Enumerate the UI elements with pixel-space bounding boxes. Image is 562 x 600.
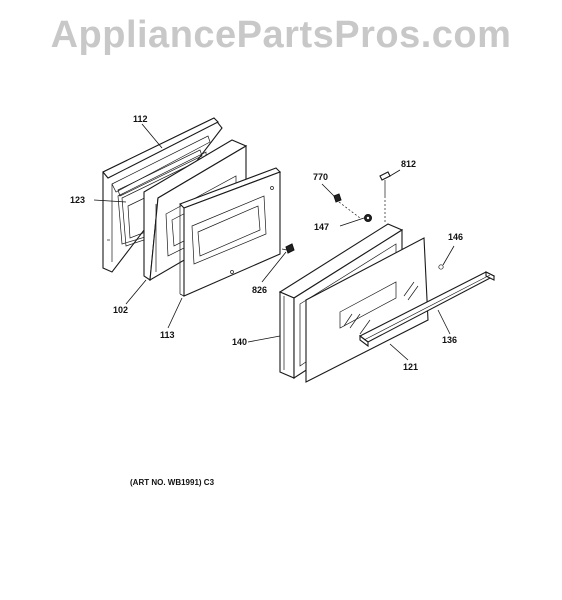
label-102: 102 xyxy=(113,305,128,315)
label-113: 113 xyxy=(160,330,175,340)
label-770: 770 xyxy=(313,172,328,182)
part-113-inner-panel xyxy=(179,167,281,297)
label-136: 136 xyxy=(442,335,457,345)
part-147-spacer xyxy=(364,214,372,222)
label-140: 140 xyxy=(232,337,247,347)
label-112: 112 xyxy=(133,114,148,124)
part-812-screw xyxy=(379,171,391,224)
label-826: 826 xyxy=(252,285,267,295)
label-123: 123 xyxy=(70,195,85,205)
leader-lines xyxy=(93,123,455,361)
watermark-logo: AppliancePartsPros.com xyxy=(50,14,512,56)
part-826-screw xyxy=(281,243,295,254)
part-121-outer-glass xyxy=(305,237,429,383)
part-146-screw xyxy=(438,264,444,270)
art-number-caption: (ART NO. WB1991) C3 xyxy=(130,478,215,487)
part-136-trim-strip xyxy=(358,271,496,348)
label-147: 147 xyxy=(314,222,329,232)
label-146: 146 xyxy=(448,232,463,242)
part-770-screw xyxy=(333,193,361,219)
label-121: 121 xyxy=(403,362,418,372)
label-812: 812 xyxy=(401,159,416,169)
